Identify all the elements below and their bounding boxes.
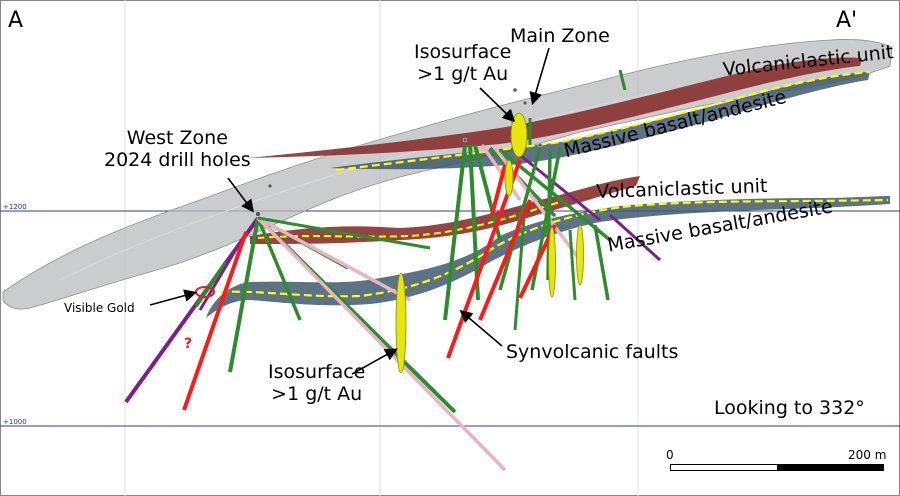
west-zone-label: West Zone 2024 drill holes [104,127,251,172]
upper-basalt-layer [330,72,870,170]
west-zone-line1: West Zone [126,127,228,149]
isosurface-lower-line1: Isosurface [268,361,366,383]
visible-gold-label: Visible Gold [64,301,135,315]
synvolcanic-faults-label: Synvolcanic faults [506,341,679,363]
section-end-label: A' [836,8,858,33]
question-mark: ? [184,336,193,352]
collar-points [255,87,543,217]
scale-bar-start-label: 0 [666,448,674,462]
isosurface-upper-line2: >1 g/t Au [417,62,509,85]
looking-direction-label: Looking to 332° [714,397,865,419]
section-start-label: A [8,8,24,33]
scale-bar [670,464,884,471]
isosurface-lower-line2: >1 g/t Au [271,382,363,405]
lower-volcaniclastic-layer [250,176,640,244]
leader-arrows [149,47,550,375]
main-zone-drill-holes [443,69,662,331]
lower-basalt-layer [206,196,890,318]
west-zone-drill-holes [124,216,507,472]
upper-volcaniclastic-layer [248,57,862,158]
isosurface-upper-label: Isosurface >1 g/t Au [414,41,512,86]
west-zone-line2: 2024 drill holes [104,148,251,171]
isosurface-upper-line1: Isosurface [414,41,512,63]
lower-contact-line [219,198,889,298]
isosurfaces [395,112,584,374]
elevation-label-1000: +1000 [3,418,27,426]
scale-bar-end-label: 200 m [848,448,887,462]
main-zone-label: Main Zone [510,25,610,47]
isosurface-lower-label: Isosurface >1 g/t Au [268,361,366,406]
scale-bar-black-segment [777,465,883,470]
elevation-label-1200: +1200 [3,203,27,211]
